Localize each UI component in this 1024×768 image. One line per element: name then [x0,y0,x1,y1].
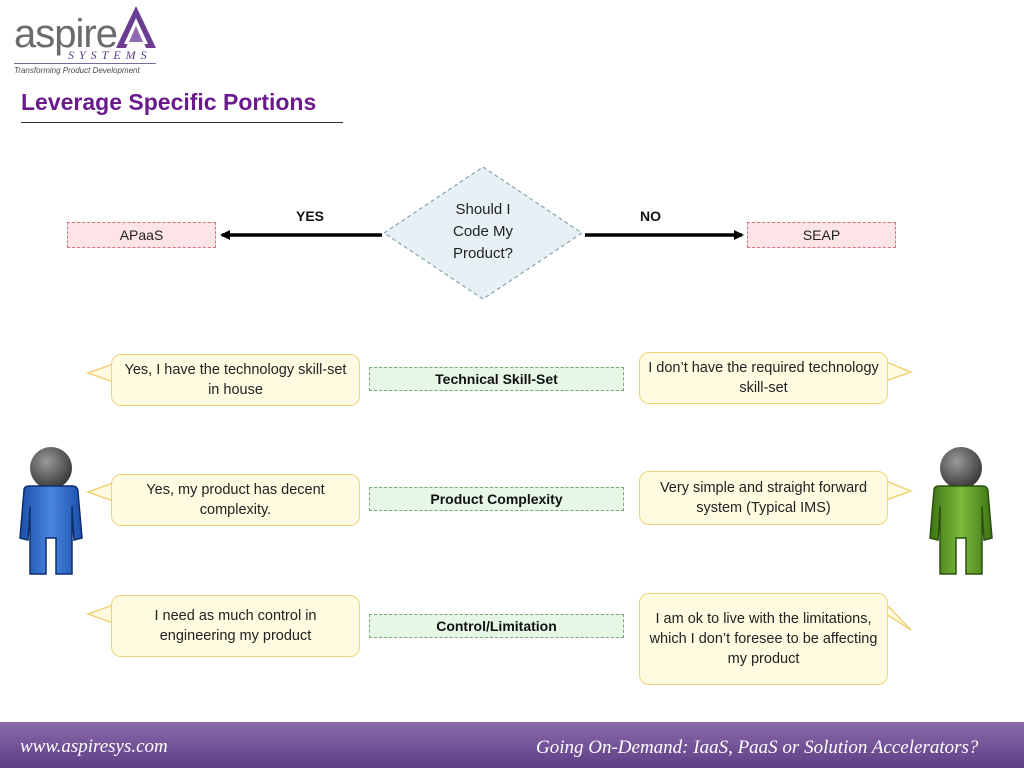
decision-question: Should I Code My Product? [440,199,526,265]
bubble-tail-right [885,602,912,631]
decision-question-line: Should I [455,201,511,218]
bubble-left-complexity: Yes, my product has decent complexity. [111,474,360,526]
slide-title: Leverage Specific Portions [21,89,317,115]
decision-question-line: Product? [452,245,514,262]
decision-diamond [382,166,584,300]
bubble-left-control: I need as much control in engineering my… [111,595,360,657]
bubble-left-skill: Yes, I have the technology skill-set in … [111,354,360,406]
title-underline [21,122,343,123]
person-green-icon [929,447,993,575]
criterion-technical-skill-set: Technical Skill-Set [369,367,624,391]
footer-url[interactable]: www.aspiresys.com [20,736,168,757]
criterion-control-limitation: Control/Limitation [369,614,624,638]
logo-systems-text: SYSTEMS [68,48,152,62]
criterion-product-complexity: Product Complexity [369,487,624,511]
logo-wordmark: aspire [14,12,118,56]
decision-question-line: Code My [452,223,514,240]
outcome-apaas: APaaS [67,222,216,248]
bubble-tail-left [85,362,114,384]
logo-tagline: Transforming Product Development [14,66,140,75]
bubble-tail-right [885,479,914,502]
outcome-seap: SEAP [747,222,896,248]
bubble-tail-right [885,360,914,383]
person-blue-icon [19,447,83,575]
footer-bar [0,722,1024,768]
bubble-right-complexity: Very simple and straight forward system … [639,471,888,525]
bubble-tail-left [85,603,114,625]
logo-divider [14,63,156,64]
yes-label: YES [296,208,325,224]
bubble-tail-left [85,481,114,503]
bubble-right-control: I am ok to live with the limitations, wh… [639,593,888,685]
no-label: NO [640,208,661,224]
logo-mark-icon [116,6,156,48]
footer-tagline: Going On-Demand: IaaS, PaaS or Solution … [536,737,979,758]
company-logo: aspire SYSTEMS Transforming Product Deve… [0,0,170,80]
bubble-right-skill: I don’t have the required technology ski… [639,352,888,404]
